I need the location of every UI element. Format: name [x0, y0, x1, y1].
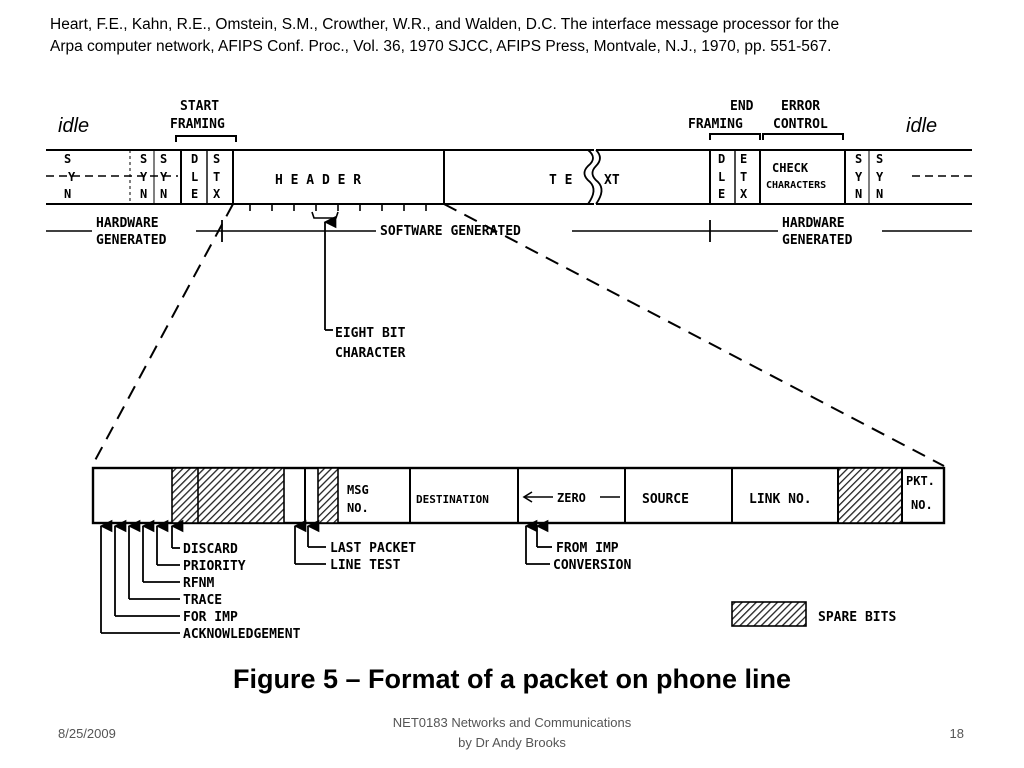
start-framing-bracket	[175, 135, 237, 142]
hardware-generated-right-2: GENERATED	[782, 233, 853, 248]
flag-for-imp: FOR IMP	[183, 610, 238, 625]
msg-no-1: MSG	[347, 483, 369, 497]
header-field: H E A D E R	[275, 173, 361, 188]
start-framing-label-2: FRAMING	[170, 117, 225, 132]
syn-left-2-s: S	[140, 152, 147, 166]
link-no-field: LINK NO.	[749, 492, 812, 507]
footer-course: NET0183 Networks and Communications by D…	[312, 713, 712, 753]
packet-format-diagram: idle idle START FRAMING END FRAMING ERRO…	[46, 99, 972, 642]
etx-d: D	[718, 152, 725, 166]
flag-priority: PRIORITY	[183, 559, 246, 574]
end-framing-label-1: END	[730, 99, 754, 114]
flag-trace: TRACE	[183, 593, 222, 608]
msg-no-2: NO.	[347, 501, 369, 515]
pkt-no-1: PKT.	[906, 474, 935, 488]
citation-line-2: Arpa computer network, AFIPS Conf. Proc.…	[50, 38, 832, 55]
end-framing-label-2: FRAMING	[688, 117, 743, 132]
footer-date: 8/25/2009	[58, 726, 116, 741]
syn-left-3-s: S	[160, 152, 167, 166]
eight-bit-bracket	[311, 211, 339, 219]
character-ticks	[249, 204, 427, 211]
text-field-part-1: T E	[549, 173, 572, 188]
flag-acknowledgement: ACKNOWLEDGEMENT	[183, 627, 301, 642]
citation-line-1: Heart, F.E., Kahn, R.E., Omstein, S.M., …	[50, 16, 840, 33]
etx-l: L	[718, 170, 725, 184]
hardware-generated-right-1: HARDWARE	[782, 216, 845, 231]
citation: Heart, F.E., Kahn, R.E., Omstein, S.M., …	[50, 14, 980, 58]
expand-dash-left	[91, 203, 234, 467]
syn-left-3-y: Y	[160, 170, 168, 184]
etx-char-e: E	[740, 152, 747, 166]
spare-bits-area-1	[171, 467, 285, 524]
break-squiggle	[583, 149, 603, 205]
syn-right-2-s: S	[876, 152, 883, 166]
flag-rfnm: RFNM	[183, 576, 214, 591]
spare-bits-area-2	[317, 467, 339, 524]
last-packet-label: LAST PACKET	[330, 541, 416, 556]
syn-left-2-y: Y	[140, 170, 148, 184]
conversion-label: CONVERSION	[553, 558, 631, 573]
stx-s: S	[213, 152, 220, 166]
syn-right-1-y: Y	[855, 170, 863, 184]
syn-right-2-n: N	[876, 187, 883, 201]
eight-bit-character-1: EIGHT BIT	[335, 326, 406, 341]
dle-e: E	[191, 187, 198, 201]
stx-x: X	[213, 187, 221, 201]
spare-bits-legend-swatch	[731, 601, 807, 627]
error-control-label-2: CONTROL	[773, 117, 828, 132]
software-generated-label: SOFTWARE GENERATED	[380, 224, 521, 239]
syn-right-2-y: Y	[876, 170, 884, 184]
syn-left-1-y: Y	[68, 170, 76, 184]
text-field-part-2: XT	[604, 173, 620, 188]
from-imp-arrows	[524, 519, 552, 565]
last-packet-arrows	[293, 519, 326, 565]
syn-left-1-n: N	[64, 187, 71, 201]
flag-arrows	[99, 519, 184, 634]
syn-right-1-n: N	[855, 187, 862, 201]
etx-char-x: X	[740, 187, 748, 201]
etx-char-t: T	[740, 170, 747, 184]
syn-left-2-n: N	[140, 187, 147, 201]
figure-caption: Figure 5 – Format of a packet on phone l…	[232, 664, 792, 694]
check-characters-1: CHECK	[772, 161, 809, 175]
source-field: SOURCE	[642, 492, 689, 507]
pkt-no-2: NO.	[911, 498, 933, 512]
spare-bits-label: SPARE BITS	[818, 610, 896, 625]
check-characters-2: CHARACTERS	[766, 180, 826, 191]
error-control-label-1: ERROR	[781, 99, 820, 114]
hardware-generated-left-2: GENERATED	[96, 233, 167, 248]
dle-d: D	[191, 152, 198, 166]
error-control-bracket	[762, 133, 844, 140]
syn-left-3-n: N	[160, 187, 167, 201]
footer-course-line-1: NET0183 Networks and Communications	[392, 715, 632, 730]
syn-left-1-s: S	[64, 152, 71, 166]
footer-course-line-2: by Dr Andy Brooks	[458, 735, 566, 750]
flag-discard: DISCARD	[183, 542, 238, 557]
idle-right-label: idle	[906, 115, 937, 137]
eight-bit-character-2: CHARACTER	[335, 346, 406, 361]
expand-dash-right	[443, 203, 945, 467]
zero-field: ZERO	[557, 491, 586, 505]
end-framing-bracket	[709, 133, 761, 140]
syn-right-1-s: S	[855, 152, 862, 166]
spare-bits-area-3	[837, 467, 903, 524]
destination-field: DESTINATION	[416, 493, 489, 506]
hardware-generated-left-1: HARDWARE	[96, 216, 159, 231]
dle-l: L	[191, 170, 198, 184]
from-imp-label: FROM IMP	[556, 541, 619, 556]
footer-page-number: 18	[949, 726, 964, 741]
etx-e: E	[718, 187, 725, 201]
zero-arrowhead-left	[522, 491, 533, 503]
start-framing-label-1: START	[180, 99, 219, 114]
stx-t: T	[213, 170, 220, 184]
line-test-label: LINE TEST	[330, 558, 401, 573]
idle-left-label: idle	[58, 115, 89, 137]
